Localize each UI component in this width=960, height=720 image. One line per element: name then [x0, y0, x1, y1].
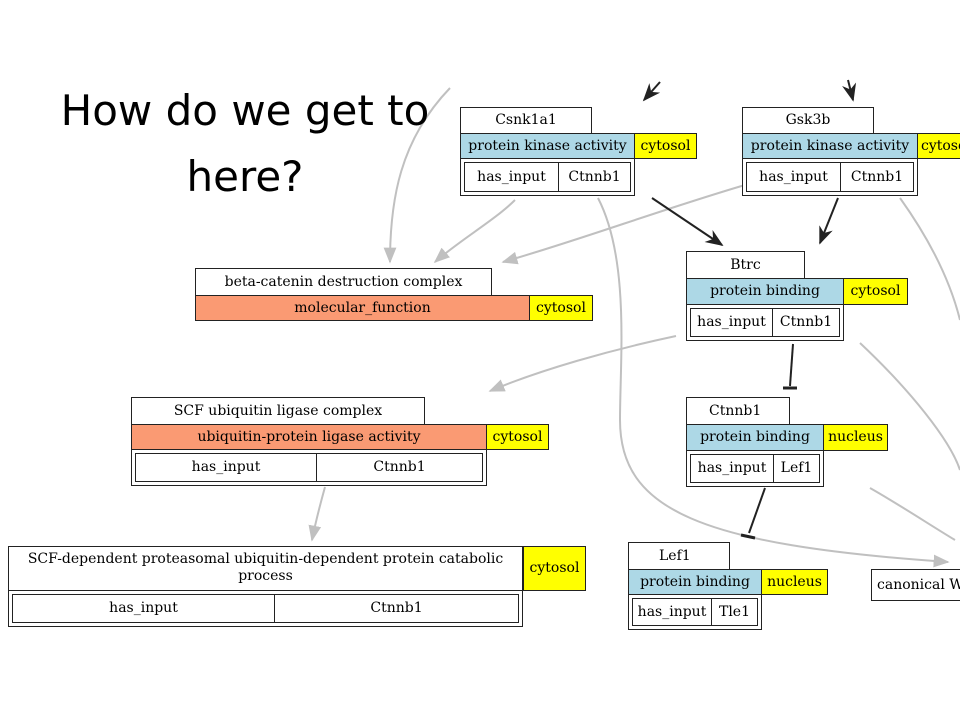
node-lef1-input-relation: has_input [632, 598, 712, 626]
node-destruction-complex-location: cytosol [530, 295, 593, 321]
edge-gsk3b-to-right [899, 197, 960, 321]
node-scf-complex-location: cytosol [487, 424, 549, 450]
node-ctnnb1-input-relation: has_input [690, 454, 774, 483]
node-canonical-label: canonical W [871, 569, 960, 601]
node-canonical[interactable]: canonical W [871, 569, 960, 601]
edge-ctnnb1-inhibits-lef1-bar [740, 533, 756, 540]
node-btrc-label: Btrc [686, 251, 805, 279]
node-csnk1a1-label: Csnk1a1 [460, 107, 592, 134]
node-ctnnb1-function: protein binding [686, 424, 824, 451]
node-scf-process-input-value: Ctnnb1 [275, 594, 519, 623]
edge-ctnnb1-inhibits-lef1 [748, 487, 766, 534]
node-scf-complex-function: ubiquitin-protein ligase activity [131, 424, 487, 450]
node-ctnnb1-location: nucleus [824, 424, 888, 451]
node-scf-process[interactable]: SCF-dependent proteasomal ubiquitin-depe… [8, 546, 586, 627]
node-gsk3b-function: protein kinase activity [742, 133, 918, 159]
edge-csnk1a1-to-btrc [651, 197, 724, 247]
edge-csnk1a1-to-destruction [433, 199, 516, 264]
node-csnk1a1[interactable]: Csnk1a1 protein kinase activity cytosol … [460, 107, 700, 197]
edge-title-to-destruction [383, 87, 451, 264]
edge-in-gsk3b [842, 79, 857, 102]
node-ctnnb1-label: Ctnnb1 [686, 397, 790, 425]
node-lef1-location: nucleus [762, 569, 828, 595]
node-lef1-input-value: Tle1 [712, 598, 758, 626]
node-lef1[interactable]: Lef1 protein binding nucleus has_input T… [628, 542, 828, 630]
node-lef1-label: Lef1 [628, 542, 730, 570]
edge-scf-complex-to-process [308, 486, 326, 542]
node-scf-process-input-relation: has_input [12, 594, 275, 623]
node-csnk1a1-input-relation: has_input [464, 162, 559, 192]
node-destruction-complex[interactable]: beta-catenin destruction complex molecul… [195, 268, 593, 322]
node-destruction-complex-label: beta-catenin destruction complex [195, 268, 492, 296]
node-btrc-input-relation: has_input [690, 308, 773, 337]
slide-title: How do we get to here? [60, 86, 430, 201]
node-btrc-location: cytosol [844, 278, 908, 305]
node-gsk3b-input-value: Ctnnb1 [841, 162, 914, 192]
node-gsk3b-input-relation: has_input [746, 162, 841, 192]
node-csnk1a1-location: cytosol [635, 133, 697, 159]
node-scf-complex-label: SCF ubiquitin ligase complex [131, 397, 425, 425]
node-ctnnb1[interactable]: Ctnnb1 protein binding nucleus has_input… [686, 397, 888, 487]
edge-gsk3b-to-btrc [819, 197, 839, 245]
edge-ctnnb1-to-canonical [869, 487, 956, 541]
node-scf-complex[interactable]: SCF ubiquitin ligase complex ubiquitin-p… [131, 397, 550, 486]
node-destruction-complex-function: molecular_function [195, 295, 530, 321]
node-scf-process-location: cytosol [523, 546, 586, 591]
edge-csnk1a1-to-canonical [597, 197, 950, 568]
node-gsk3b[interactable]: Gsk3b protein kinase activity cytosol ha… [742, 107, 960, 197]
edge-btrc-to-scf-complex [488, 335, 677, 392]
node-btrc[interactable]: Btrc protein binding cytosol has_input C… [686, 251, 910, 341]
edge-in-csnk1a1 [642, 81, 661, 102]
node-gsk3b-location: cytosol [918, 133, 960, 159]
node-lef1-function: protein binding [628, 569, 762, 595]
edge-btrc-to-right [859, 342, 960, 471]
node-scf-complex-input-relation: has_input [135, 453, 317, 482]
node-csnk1a1-function: protein kinase activity [460, 133, 635, 159]
node-scf-process-label: SCF-dependent proteasomal ubiquitin-depe… [8, 546, 523, 591]
edge-btrc-inhibits-ctnnb1 [789, 343, 794, 387]
node-scf-complex-input-value: Ctnnb1 [317, 453, 483, 482]
node-btrc-input-value: Ctnnb1 [773, 308, 840, 337]
edge-gsk3b-to-destruction [501, 184, 746, 265]
node-btrc-function: protein binding [686, 278, 844, 305]
node-csnk1a1-input-value: Ctnnb1 [559, 162, 631, 192]
node-ctnnb1-input-value: Lef1 [774, 454, 820, 483]
node-gsk3b-label: Gsk3b [742, 107, 874, 134]
